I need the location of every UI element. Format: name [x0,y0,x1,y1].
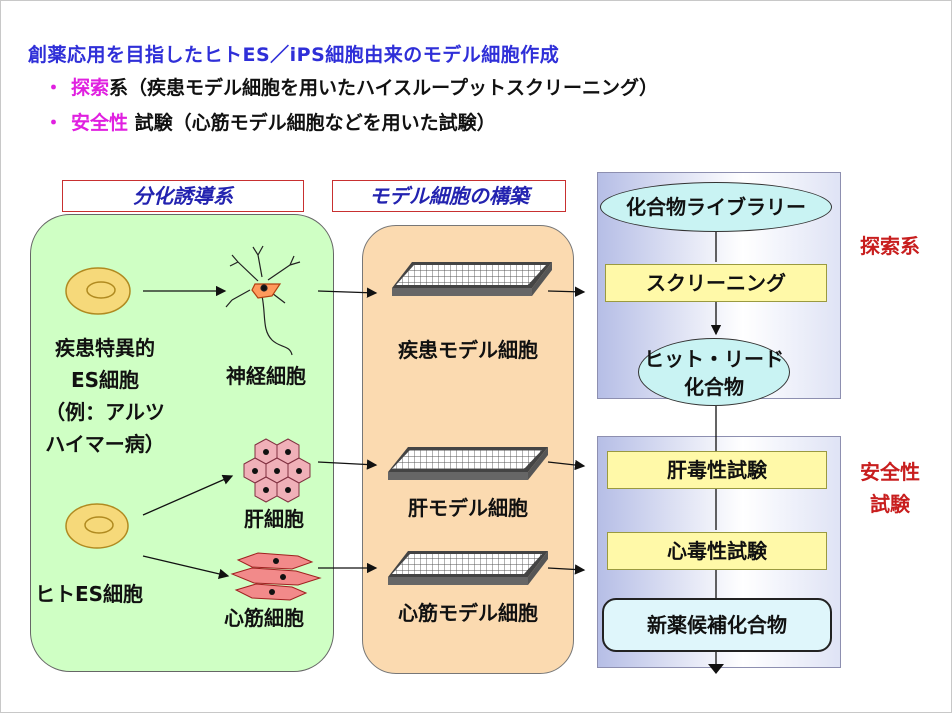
microplate-disease-icon [392,262,552,296]
cardio-label: 心筋細胞 [224,606,304,630]
bullet-discovery: ・探索系（疾患モデル細胞を用いたハイスループットスクリーニング） [44,73,658,100]
flow-end-arrow [708,664,724,674]
label-line: ハイマー病） [45,432,165,456]
disease-model-label: 疾患モデル細胞 [398,338,538,362]
bullet-text: 系（疾患モデル細胞を用いたハイスループットスクリーニング） [109,77,658,99]
cardiomyocytes-icon [230,552,322,601]
bullet-highlight: 安全性 [71,112,129,134]
compound-library-node: 化合物ライブラリー [600,182,832,232]
liver-model-label: 肝モデル細胞 [408,496,528,520]
disease-es-label: 疾患特異的 ES細胞 （例：アルツ ハイマー病） [40,332,170,460]
disease-es-cell-icon [65,267,131,315]
hit-lead-line: ヒット・リード [644,347,784,371]
cardio-model-label: 心筋モデル細胞 [398,601,538,625]
bullet-dot: ・ [44,77,64,99]
discovery-side-label: 探索系 [860,234,920,258]
liver-cells-icon [243,438,311,503]
to-model-arrows [317,287,378,574]
safety-label-line: 試験 [870,492,910,516]
neuron-label: 神経細胞 [226,364,306,388]
microplate-liver-icon [388,447,548,480]
differentiation-arrows [142,285,234,579]
hit-lead-line: 化合物 [684,375,744,399]
to-assay-arrows [547,286,586,575]
header-differentiation: 分化誘導系 [62,180,304,212]
human-es-cell-icon [65,503,129,549]
liver-label: 肝細胞 [244,507,304,531]
label-line: （例：アルツ [45,400,165,424]
hit-lead-node: ヒット・リード 化合物 [638,338,790,406]
cardio-tox-box: 心毒性試験 [607,532,827,570]
bullet-dot: ・ [44,112,64,134]
human-es-label: ヒトES細胞 [34,582,144,606]
microplate-cardio-icon [388,551,548,585]
safety-side-label: 安全性 試験 [842,456,938,520]
safety-label-line: 安全性 [860,460,920,484]
bullet-safety: ・安全性 試験（心筋モデル細胞などを用いた試験） [44,108,496,135]
liver-tox-box: 肝毒性試験 [607,451,827,489]
slide-title: 創薬応用を目指したヒトES／iPS細胞由来のモデル細胞作成 [28,44,560,66]
neuron-icon [225,245,301,356]
header-model-construction: モデル細胞の構築 [332,180,566,212]
label-line: ES細胞 [70,368,140,392]
screening-box: スクリーニング [605,264,827,302]
label-line: 疾患特異的 [55,336,155,360]
bullet-highlight: 探索 [71,77,110,99]
bullet-text: 試験（心筋モデル細胞などを用いた試験） [128,112,496,134]
drug-candidate-box: 新薬候補化合物 [602,598,832,652]
